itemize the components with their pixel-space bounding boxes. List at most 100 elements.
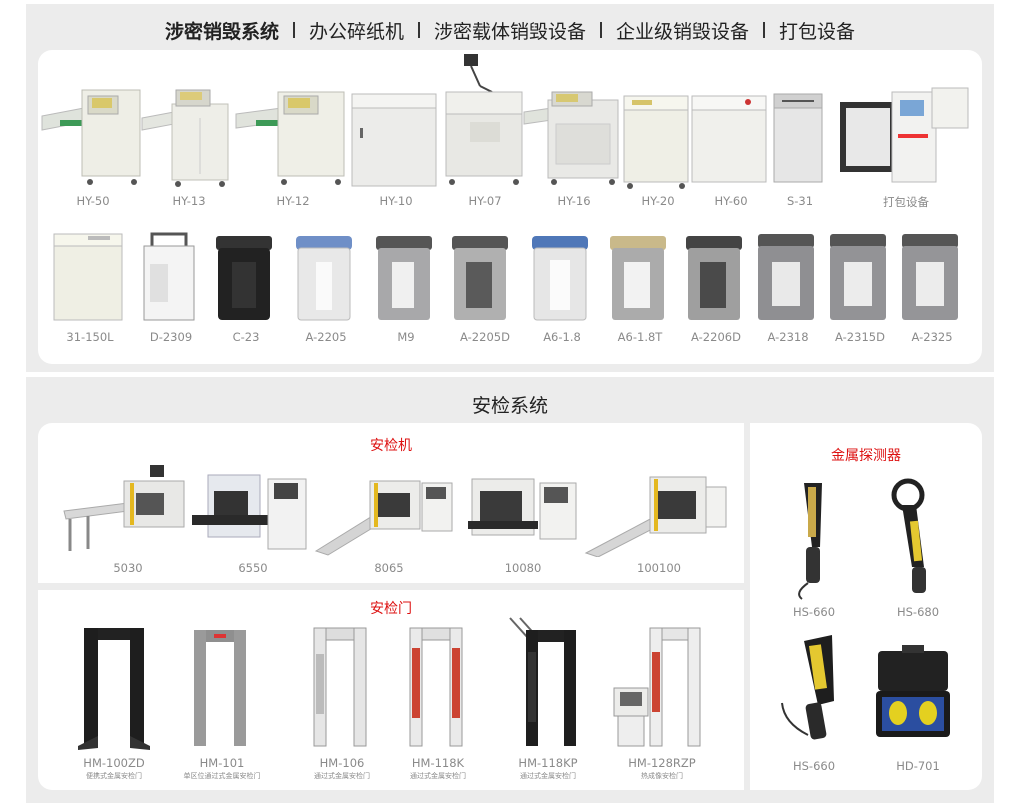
industrial-shredder-image <box>140 78 238 190</box>
product-label: HY-20 <box>641 194 675 208</box>
metal-detector-gate-image <box>174 624 270 752</box>
product-label: A-2325 <box>911 330 953 344</box>
monitor-shredder-image <box>440 50 530 190</box>
product-label: HY-07 <box>468 194 502 208</box>
cabinet-shredder-image <box>48 228 132 326</box>
product-label: A6-1.8 <box>543 330 581 344</box>
office-shredder-image <box>208 228 284 326</box>
product-card[interactable]: HY-07 <box>440 54 530 208</box>
product-label: A6-1.8T <box>617 330 663 344</box>
product-label: HS-660 <box>792 759 836 773</box>
office-shredder-image <box>896 228 968 326</box>
office-shredder-image <box>602 228 678 326</box>
office-shredder-image <box>444 228 526 326</box>
product-label: HY-50 <box>76 194 110 208</box>
product-card[interactable]: HY-10 <box>348 78 444 208</box>
product-label: HD-701 <box>896 759 940 773</box>
category-nav: 涉密销毁系统 办公碎纸机 涉密载体销毁设备 企业级销毁设备 打包设备 <box>26 14 994 46</box>
security-section-title: 安检系统 <box>471 395 548 417</box>
product-label: A-2315D <box>835 330 885 344</box>
product-card[interactable]: S-31 <box>768 78 832 208</box>
metal-detector-gate-image <box>294 624 390 752</box>
industrial-shredder-image <box>38 78 148 190</box>
product-card[interactable]: HM-128RZP 热成像安检门 <box>610 624 714 781</box>
metal-detector-gate-image <box>390 624 486 752</box>
product-card[interactable]: A-2325 <box>896 228 968 344</box>
product-card[interactable]: HM-106 通过式金属安检门 <box>294 624 390 781</box>
product-label: HY-10 <box>379 194 413 208</box>
product-card[interactable]: 8065 <box>314 461 464 575</box>
product-card[interactable]: A-2205 <box>288 228 364 344</box>
product-label: HY-60 <box>714 194 748 208</box>
product-card[interactable]: HD-701 <box>868 631 968 773</box>
metal-detector-title: 金属探测器 <box>831 448 901 464</box>
product-label: 31-150L <box>66 330 114 344</box>
nav-item-media-destruction[interactable]: 涉密载体销毁设备 <box>433 20 586 43</box>
office-shredder-image <box>678 228 754 326</box>
product-card[interactable]: HM-118K 通过式金属安检门 <box>390 624 486 781</box>
product-sublabel: 通过式金属安检门 <box>520 772 576 780</box>
product-card[interactable]: A-2315D <box>824 228 896 344</box>
product-card[interactable]: 100100 <box>584 461 734 575</box>
office-shredder-image <box>824 228 896 326</box>
handheld-detector-image <box>764 631 864 755</box>
product-label: HS-660 <box>792 605 836 619</box>
office-shredder-image <box>288 228 364 326</box>
product-sublabel: 热成像安检门 <box>641 772 683 780</box>
product-card[interactable]: HY-60 <box>688 78 774 208</box>
product-card[interactable]: 10080 <box>458 461 588 575</box>
xray-panel: 安检机 5030 <box>38 423 744 583</box>
nav-item-secret-destruction[interactable]: 涉密销毁系统 <box>164 20 279 43</box>
detector-case-image <box>868 631 968 755</box>
product-sublabel: 通过式金属安检门 <box>410 772 466 780</box>
nav-item-enterprise-destruction[interactable]: 企业级销毁设备 <box>616 20 750 43</box>
nav-divider <box>600 22 602 38</box>
product-card[interactable]: HS-660 <box>764 477 864 619</box>
product-card[interactable]: HY-13 <box>140 78 238 208</box>
office-shredder-image <box>136 228 206 326</box>
product-card[interactable]: M9 <box>368 228 444 344</box>
thermal-gate-image <box>610 624 714 752</box>
product-label: 6550 <box>238 561 268 575</box>
product-card[interactable]: A-2206D <box>678 228 754 344</box>
product-card[interactable]: 打包设备 <box>836 78 976 210</box>
product-label: S-31 <box>786 194 814 208</box>
product-card[interactable]: 31-150L <box>48 228 132 344</box>
nav-divider <box>763 22 766 38</box>
product-label: 10080 <box>504 561 542 575</box>
xray-machine-image <box>584 461 734 557</box>
product-label: HM-101 <box>199 756 245 770</box>
shredder-section: 涉密销毁系统 办公碎纸机 涉密载体销毁设备 企业级销毁设备 打包设备 <box>26 4 994 372</box>
cabinet-shredder-image <box>620 78 696 190</box>
product-card[interactable]: HS-680 <box>868 477 968 619</box>
handheld-detector-image <box>868 477 968 601</box>
xray-machine-image <box>458 461 588 557</box>
product-card[interactable]: HM-118KP 通过式金属安检门 <box>490 612 606 781</box>
product-card[interactable]: HY-20 <box>620 78 696 208</box>
product-card[interactable]: A6-1.8T <box>602 228 678 344</box>
product-card[interactable]: HY-16 <box>522 78 626 208</box>
product-card[interactable]: HY-50 <box>38 78 148 208</box>
product-card[interactable]: HM-101 单区位通过式金属安检门 <box>174 624 270 781</box>
product-label: HY-12 <box>276 194 310 208</box>
product-card[interactable]: A6-1.8 <box>524 228 600 344</box>
gate-title: 安检门 <box>370 601 412 617</box>
product-card[interactable]: HS-660 <box>764 631 864 773</box>
nav-item-office-shredder[interactable]: 办公碎纸机 <box>308 20 404 43</box>
product-card[interactable]: A-2318 <box>752 228 824 344</box>
nav-item-baler[interactable]: 打包设备 <box>779 20 856 43</box>
product-card[interactable]: C-23 <box>208 228 284 344</box>
product-card[interactable]: HM-100ZD 便携式金属安检门 <box>66 624 162 781</box>
shredder-panel: HY-50 HY-13 <box>38 50 982 364</box>
product-card[interactable]: 6550 <box>188 461 318 575</box>
security-section: 安检系统 安检机 5030 <box>26 377 994 803</box>
product-card[interactable]: 5030 <box>58 461 198 575</box>
product-card[interactable]: HY-12 <box>234 78 352 208</box>
product-card[interactable]: A-2205D <box>444 228 526 344</box>
product-label: HS-680 <box>896 605 940 619</box>
xray-machine-image <box>58 461 198 557</box>
product-label: HM-118K <box>411 756 465 770</box>
product-card[interactable]: D-2309 <box>136 228 206 344</box>
metal-detector-gate-image <box>490 612 606 752</box>
product-label: 5030 <box>113 561 143 575</box>
